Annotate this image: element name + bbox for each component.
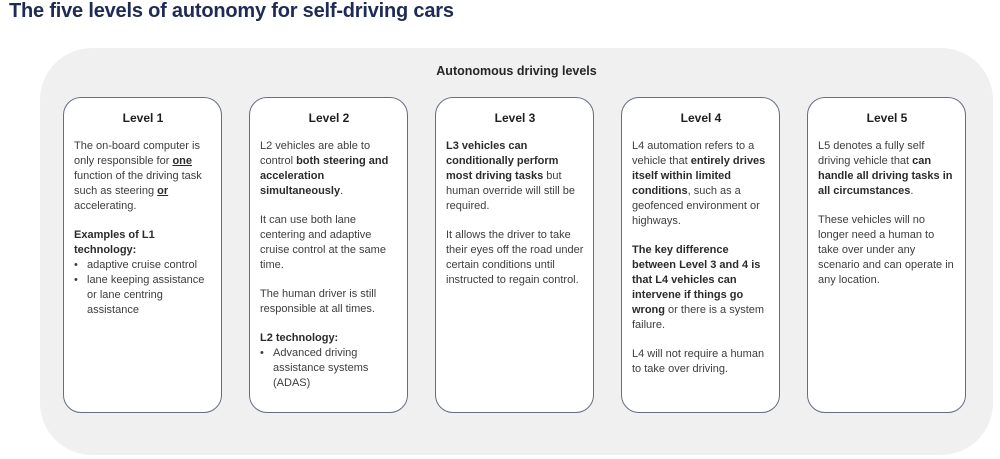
level-card: Level 5 L5 denotes a fully self driving v… xyxy=(807,97,966,413)
text-run: Advanced driving assistance systems (ADA… xyxy=(273,347,369,389)
text-run: L2 vehicles are able to control xyxy=(260,140,371,167)
card-paragraph: It can use both lane centering and adapt… xyxy=(260,213,398,273)
bullet-item-text: lane keeping assistance or lane centring… xyxy=(87,273,212,318)
level-card-title: Level 3 xyxy=(494,111,536,125)
text-run: but human override will still be require… xyxy=(446,170,575,212)
level-card: Level 4 L4 automation refers to a vehicle… xyxy=(621,97,780,413)
text-run: It can use both lane centering and adapt… xyxy=(260,214,386,271)
level-card-title: Level 1 xyxy=(122,111,164,125)
bullet-item-text: Advanced driving assistance systems (ADA… xyxy=(273,346,398,391)
text-run: or there is a system failure. xyxy=(632,304,765,331)
card-paragraph: It allows the driver to take their eyes … xyxy=(446,228,584,288)
bullet-dot-icon: • xyxy=(74,259,78,271)
bullet-item: • adaptive cruise control xyxy=(74,258,212,273)
text-run: It allows the driver to take their eyes … xyxy=(446,229,584,286)
bullet-list: Examples of L1 technology: • adaptive crui… xyxy=(74,228,212,318)
bullet-list-title: Examples of L1 technology: xyxy=(74,228,212,258)
text-run: L3 vehicles can conditionally perform mo… xyxy=(446,140,559,182)
card-paragraph: The human driver is still responsible at… xyxy=(260,287,398,317)
bullet-item: • Advanced driving assistance systems (AD… xyxy=(260,346,398,391)
text-run: L5 denotes a fully self driving vehicle … xyxy=(818,140,925,167)
text-run: L2 technology: xyxy=(260,332,339,344)
text-run: accelerating. xyxy=(74,200,137,212)
card-paragraph: L3 vehicles can conditionally perform mo… xyxy=(446,139,584,214)
text-run: L4 automation refers to a vehicle that xyxy=(632,140,755,167)
level-card-title: Level 4 xyxy=(680,111,722,125)
card-paragraph: These vehicles will no longer need a hum… xyxy=(818,213,956,288)
bullet-dot-icon: • xyxy=(260,347,264,359)
level-card: Level 2 L2 vehicles are able to control b… xyxy=(249,97,408,413)
text-run: , such as a geofenced environment or hig… xyxy=(632,185,760,227)
level-card-title: Level 5 xyxy=(866,111,908,125)
card-paragraph: L4 automation refers to a vehicle that e… xyxy=(632,139,770,229)
text-run: or xyxy=(157,185,169,197)
text-run: . xyxy=(910,185,914,197)
card-paragraph: L5 denotes a fully self driving vehicle … xyxy=(818,139,956,199)
text-run: one xyxy=(172,155,193,167)
bullet-list: L2 technology: • Advanced driving assistan… xyxy=(260,331,398,391)
cards-row: Level 1 The on-board computer is only res… xyxy=(63,97,966,413)
bullet-list-title: L2 technology: xyxy=(260,331,398,346)
bullet-item-text: adaptive cruise control xyxy=(87,258,197,273)
bullet-item: • lane keeping assistance or lane centrin… xyxy=(74,273,212,318)
text-run: These vehicles will no longer need a hum… xyxy=(818,214,954,286)
panel-title: Autonomous driving levels xyxy=(436,64,597,78)
text-run: lane keeping assistance or lane centring… xyxy=(87,274,205,316)
card-paragraph: The key difference between Level 3 and 4… xyxy=(632,243,770,333)
card-paragraph: The on-board computer is only responsibl… xyxy=(74,139,212,214)
bullet-dot-icon: • xyxy=(74,274,78,286)
text-run: Examples of L1 technology: xyxy=(74,229,155,256)
autonomy-panel: Autonomous driving levels Level 1 The on-… xyxy=(40,48,993,455)
text-run: The key difference between Level 3 and 4… xyxy=(632,244,761,316)
text-run: The on-board computer is only responsibl… xyxy=(74,140,200,167)
page-title: The five levels of autonomy for self-dri… xyxy=(9,0,454,22)
text-run: entirely drives itself within limited co… xyxy=(632,155,766,197)
text-run: function of the driving task such as ste… xyxy=(74,170,202,197)
text-run: . xyxy=(340,185,344,197)
level-card: Level 1 The on-board computer is only res… xyxy=(63,97,222,413)
card-paragraph: L2 vehicles are able to control both ste… xyxy=(260,139,398,199)
text-run: adaptive cruise control xyxy=(87,259,198,271)
text-run: The human driver is still responsible at… xyxy=(260,288,377,315)
text-run: L4 will not require a human to take over… xyxy=(632,348,765,375)
level-card: Level 3 L3 vehicles can conditionally per… xyxy=(435,97,594,413)
text-run: both steering and acceleration simultane… xyxy=(260,155,389,197)
card-paragraph: L4 will not require a human to take over… xyxy=(632,347,770,377)
text-run: can handle all driving tasks in all circ… xyxy=(818,155,953,197)
level-card-title: Level 2 xyxy=(308,111,350,125)
